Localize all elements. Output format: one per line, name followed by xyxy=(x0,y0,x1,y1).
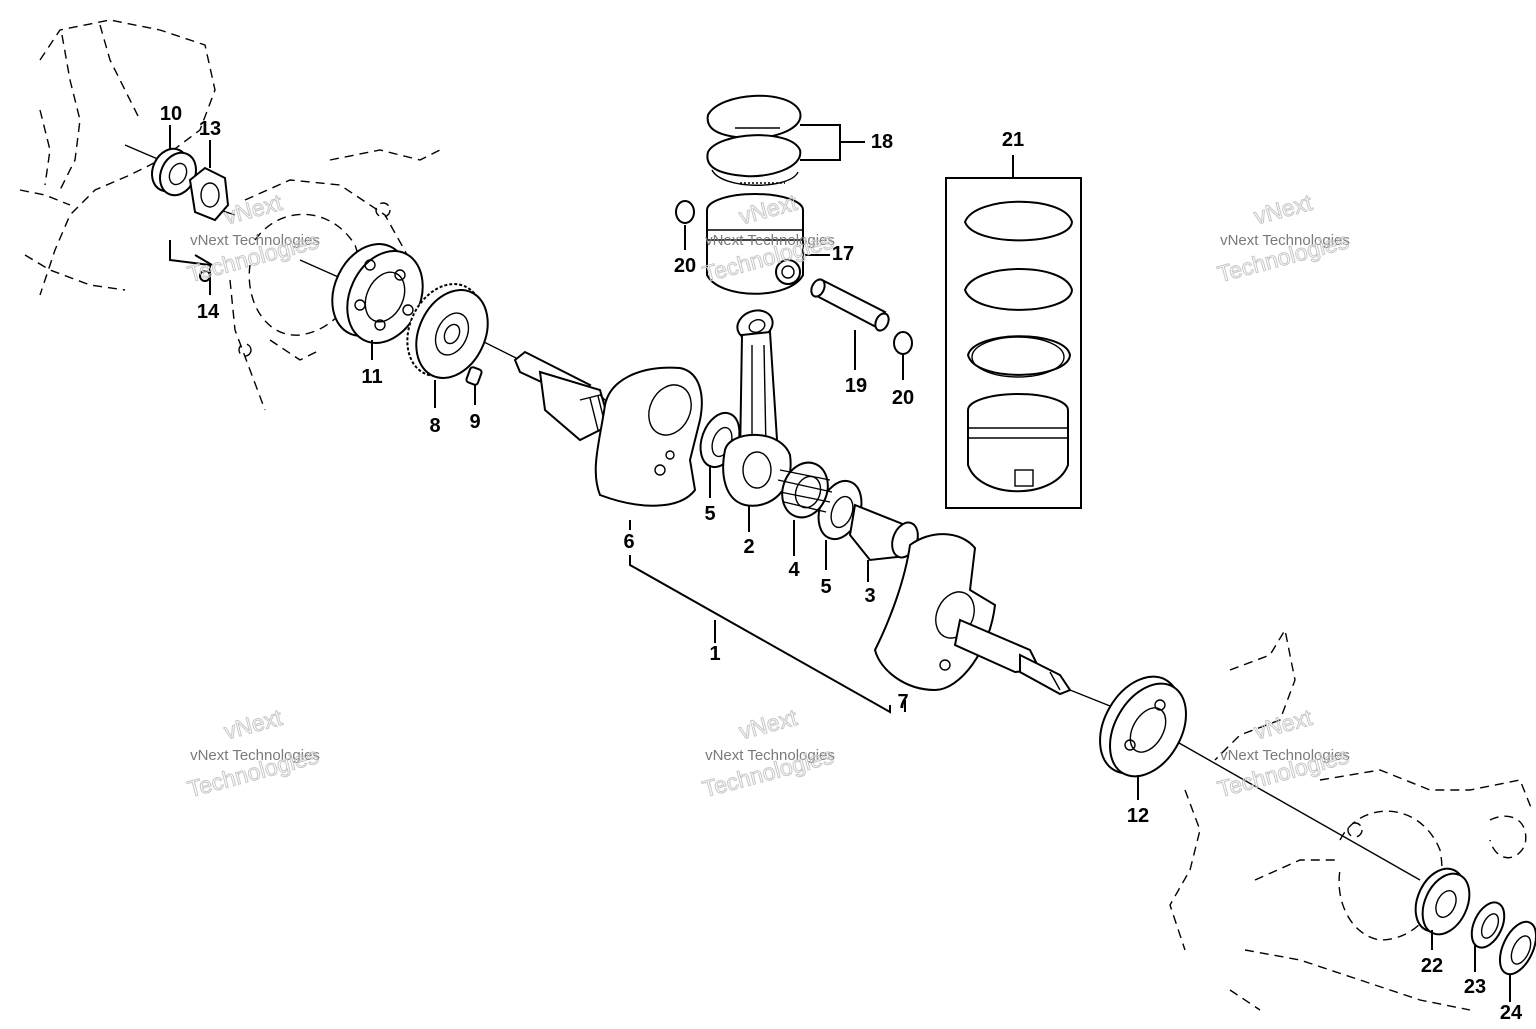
piston-rings-18 xyxy=(706,94,802,186)
label-part-8: 8 xyxy=(429,415,440,437)
left-shaft xyxy=(513,350,616,442)
spacer-23 xyxy=(1470,901,1506,949)
piston-kit-21 xyxy=(945,177,1082,509)
watermark-text: vNext Technologies xyxy=(1220,232,1350,249)
watermark-text: vNext Technologies xyxy=(190,232,320,249)
label-part-14: 14 xyxy=(197,301,220,323)
gear-8 xyxy=(406,283,489,379)
leader-lines xyxy=(169,124,1511,1002)
watermark-top-right: vNext vNext Technologies Technologies xyxy=(1214,188,1351,287)
circlip-20a xyxy=(675,200,695,224)
part-labels: 1 2 3 4 5 5 6 7 8 9 10 11 12 13 14 17 18… xyxy=(160,103,1523,1024)
watermark-bottom-right: vNext vNext Technologies Technologies xyxy=(1214,703,1351,802)
watermark-vnext: vNext xyxy=(221,189,285,229)
label-part-2: 2 xyxy=(743,536,754,558)
connecting-rod-2 xyxy=(722,309,792,507)
label-part-17: 17 xyxy=(832,243,854,265)
watermark-vnext: vNext xyxy=(736,704,800,744)
label-part-23: 23 xyxy=(1464,976,1486,998)
watermark-text: vNext Technologies xyxy=(705,747,835,764)
crank-web-7 xyxy=(873,533,997,692)
key-9 xyxy=(465,366,483,386)
retainer-plate-13 xyxy=(188,166,230,222)
label-part-5a: 5 xyxy=(704,503,715,525)
label-part-11: 11 xyxy=(361,366,382,388)
piston-pin-19 xyxy=(810,278,890,332)
label-part-5b: 5 xyxy=(820,576,831,598)
label-part-9: 9 xyxy=(469,411,480,433)
watermark-vnext: vNext xyxy=(221,704,285,744)
left-crankcase-outline xyxy=(19,19,441,411)
circlip-20b xyxy=(893,331,913,355)
bearing-12 xyxy=(1099,675,1187,778)
label-part-3: 3 xyxy=(864,585,875,607)
watermark-vnext: vNext xyxy=(1251,189,1315,229)
bearing-22 xyxy=(1414,867,1471,936)
bearing-11 xyxy=(331,243,424,344)
seal-24 xyxy=(1498,920,1536,976)
label-part-13: 13 xyxy=(199,118,221,140)
needle-bearing-4 xyxy=(777,461,833,519)
watermark-text: vNext Technologies xyxy=(705,232,835,249)
label-part-20b: 20 xyxy=(892,387,914,409)
label-part-4: 4 xyxy=(788,559,800,581)
watermark-text: vNext Technologies xyxy=(1220,747,1350,764)
label-part-6: 6 xyxy=(623,531,634,553)
label-part-21: 21 xyxy=(1002,129,1024,151)
label-part-1: 1 xyxy=(709,643,720,665)
piston-17 xyxy=(706,193,804,295)
axis-line-10 xyxy=(124,144,161,161)
label-part-10: 10 xyxy=(160,103,182,125)
bearing-10 xyxy=(151,147,197,197)
crank-web-6 xyxy=(594,366,703,507)
label-part-12: 12 xyxy=(1127,805,1149,827)
label-part-7: 7 xyxy=(897,691,908,713)
axis-line-12b xyxy=(1164,734,1421,881)
label-part-24: 24 xyxy=(1500,1002,1523,1024)
watermark-vnext: vNext xyxy=(1251,704,1315,744)
label-part-20a: 20 xyxy=(674,255,696,277)
watermark-text: vNext Technologies xyxy=(190,747,320,764)
label-part-18: 18 xyxy=(871,131,893,153)
label-part-19: 19 xyxy=(845,375,867,397)
right-shaft xyxy=(953,618,1072,696)
watermark-bottom-center: vNext vNext Technologies Technologies xyxy=(699,703,836,802)
right-crankcase-outline xyxy=(1169,628,1533,1011)
watermark-bottom-left: vNext vNext Technologies Technologies xyxy=(184,703,321,802)
label-part-22: 22 xyxy=(1421,955,1443,977)
